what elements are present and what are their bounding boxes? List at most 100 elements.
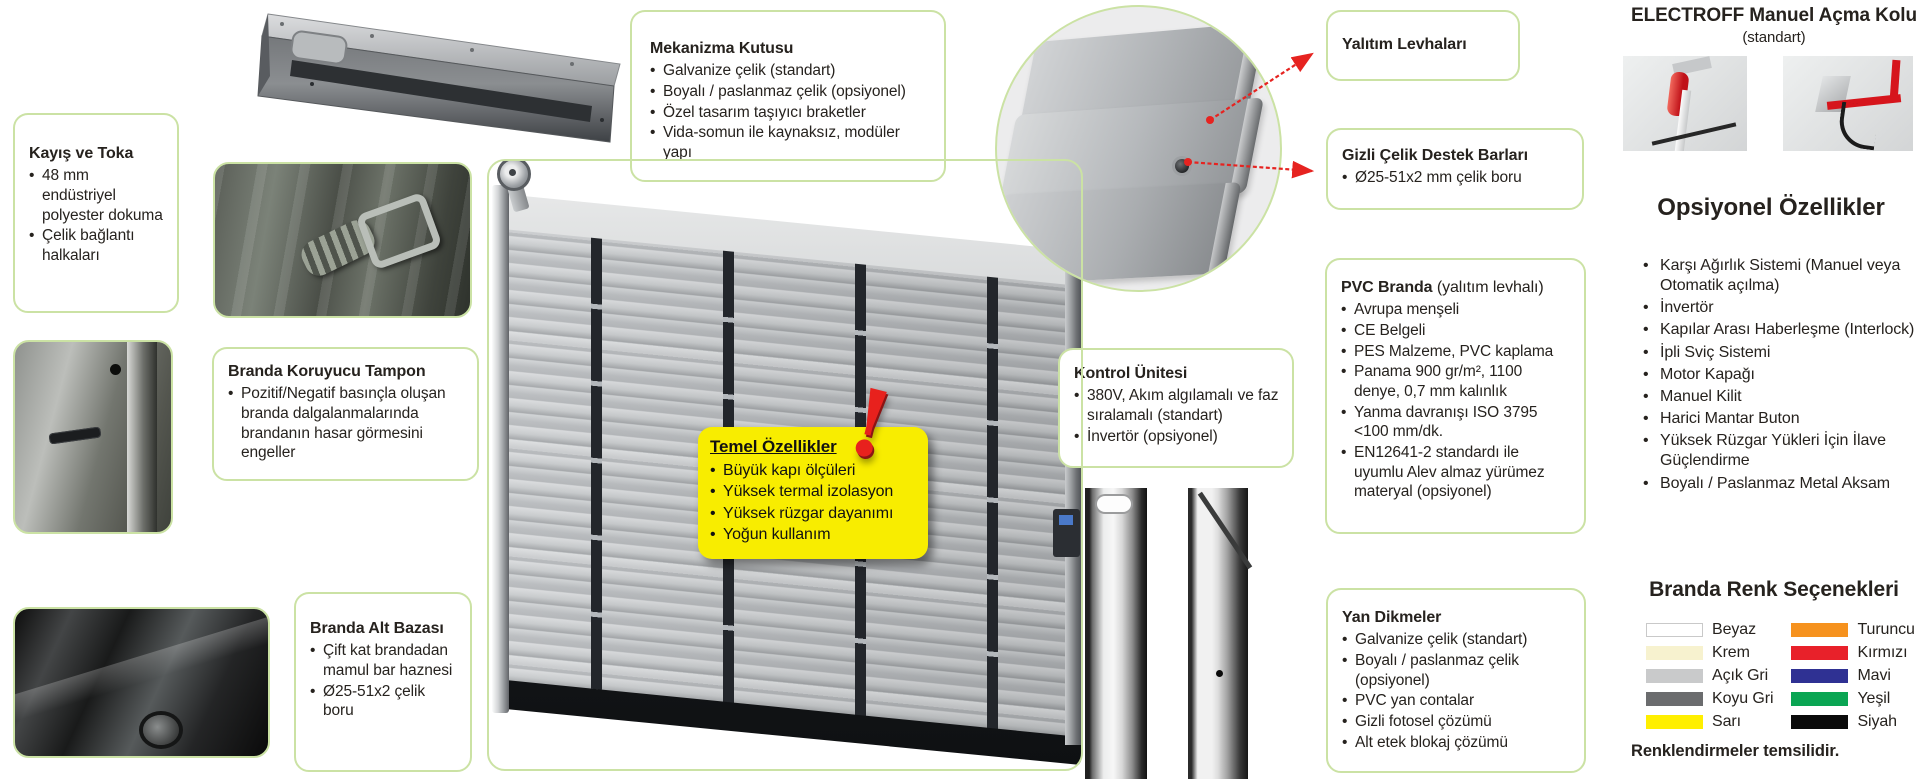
- callout-title: Yan Dikmeler: [1342, 609, 1442, 626]
- callout-items: Galvanize çelik (standart)Boyalı / pasla…: [650, 61, 932, 162]
- callout-kayis-ve-toka: Kayış ve Toka 48 mm endüstriyel polyeste…: [13, 113, 179, 313]
- color-row: Açık Gri: [1646, 666, 1773, 684]
- color-label: Sarı: [1712, 712, 1741, 730]
- callout-mekanizma-kutusu: Mekanizma Kutusu Galvanize çelik (standa…: [630, 10, 946, 182]
- feature-item: Yanma davranışı ISO 3795 <100 mm/dk.: [1341, 403, 1572, 442]
- feature-item: PVC yan contalar: [1342, 691, 1572, 711]
- callout-items: Avrupa menşeliCE BelgeliPES Malzeme, PVC…: [1341, 300, 1572, 502]
- feature-item: CE Belgeli: [1341, 321, 1572, 341]
- insulation-detail-circle: [995, 5, 1282, 292]
- callout-title: Branda Alt Bazası: [310, 620, 444, 637]
- mechanism-box-photo: [222, 0, 634, 152]
- color-swatch: [1646, 668, 1703, 683]
- feature-item: EN12641-2 standardı ile uyumlu Alev alma…: [1341, 443, 1572, 502]
- electroff-title: ELECTROFF Manuel Açma Kolu: [1631, 5, 1917, 26]
- feature-item: PES Malzeme, PVC kaplama: [1341, 342, 1572, 362]
- feature-item: Avrupa menşeli: [1341, 300, 1572, 320]
- callout-title-bold: PVC Branda: [1341, 279, 1433, 296]
- color-row: Sarı: [1646, 712, 1773, 730]
- handle-cable: [1836, 101, 1880, 151]
- tarp-colors-title: Branda Renk Seçenekleri: [1649, 578, 1899, 601]
- color-row: Beyaz: [1646, 620, 1773, 638]
- callout-title-note: (yalıtım levhalı): [1436, 279, 1544, 296]
- feature-item: Boyalı / paslanmaz çelik (opsiyonel): [1342, 651, 1572, 690]
- callout-items: Galvanize çelik (standart)Boyalı / pasla…: [1342, 630, 1572, 752]
- callout-arrow-icon: [1184, 52, 1315, 179]
- callout-gizli-celik-destek-barlari: Gizli Çelik Destek Barları Ø25-51x2 mm ç…: [1326, 128, 1584, 210]
- key-features-box: Temel Özellikler Büyük kapı ölçüleriYüks…: [698, 427, 928, 559]
- optional-features-list: Karşı Ağırlık Sistemi (Manuel veya Otoma…: [1643, 256, 1920, 496]
- callout-branda-alt-bazasi: Branda Alt Bazası Çift kat brandadan mam…: [294, 592, 472, 772]
- callout-items: Ø25-51x2 mm çelik boru: [1342, 168, 1570, 188]
- tampon-profile-photo: [13, 340, 173, 534]
- color-swatch: [1791, 668, 1849, 683]
- color-swatch: [1646, 622, 1703, 637]
- profile-bracket: [48, 426, 102, 445]
- optional-item: Boyalı / Paslanmaz Metal Aksam: [1643, 474, 1920, 494]
- manual-release-handle-photo-1: [1623, 56, 1747, 151]
- key-features-title: Temel Özellikler: [710, 437, 837, 456]
- optional-item: Harici Mantar Buton: [1643, 409, 1920, 429]
- callout-items: Çift kat brandadan mamul bar haznesiØ25-…: [310, 641, 458, 721]
- manual-release-handle-photo-2: [1783, 56, 1913, 151]
- feature-item: Alt etek blokaj çözümü: [1342, 733, 1572, 753]
- feature-item: Gizli fotosel çözümü: [1342, 712, 1572, 732]
- tarp-color-table: Beyaz Krem Açık Gri Koyu Gri: [1646, 620, 1918, 730]
- callout-pvc-branda: PVC Branda (yalıtım levhalı) Avrupa menş…: [1325, 258, 1586, 534]
- callout-title: Branda Koruyucu Tampon: [228, 363, 426, 380]
- feature-item: Pozitif/Negatif basınçla oluşan branda d…: [228, 384, 465, 463]
- tarp-colors-note: Renklendirmeler temsilidir.: [1631, 742, 1840, 760]
- feature-item: 380V, Akım algılamalı ve faz sıralamalı …: [1074, 386, 1280, 425]
- tarp-color-column-right: Turuncu Kırmızı Mavi Yeşil: [1791, 621, 1915, 730]
- door-right-track: [1065, 253, 1081, 745]
- profile-hole: [110, 364, 121, 375]
- optional-item: İnvertör: [1643, 298, 1920, 318]
- door-illustration: [487, 159, 1083, 771]
- color-swatch: [1646, 645, 1703, 660]
- side-post-handle-cutout: [1097, 496, 1131, 512]
- color-label: Beyaz: [1712, 620, 1756, 638]
- feature-item: Çift kat brandadan mamul bar haznesi: [310, 641, 458, 680]
- callout-items: 380V, Akım algılamalı ve faz sıralamalı …: [1074, 386, 1280, 446]
- door-control-panel: [1053, 509, 1080, 557]
- color-swatch: [1791, 645, 1849, 660]
- optional-item: Manuel Kilit: [1643, 387, 1920, 407]
- color-row: Kırmızı: [1791, 643, 1914, 661]
- tarp-tube-cap: [143, 715, 179, 745]
- door-left-track: [492, 185, 509, 713]
- feature-item: Vida-somun ile kaynaksız, modüler yapı: [650, 123, 932, 162]
- color-label: Açık Gri: [1712, 666, 1769, 684]
- callout-title: Kayış ve Toka: [29, 145, 134, 162]
- feature-item: Panama 900 gr/m², 1100 denye, 0,7 mm kal…: [1341, 362, 1572, 401]
- feature-item: Özel tasarım taşıyıcı braketler: [650, 103, 932, 123]
- feature-item: İnvertör (opsiyonel): [1074, 427, 1280, 447]
- color-row: Mavi: [1791, 667, 1914, 683]
- feature-item: 48 mm endüstriyel polyester dokuma: [29, 166, 165, 225]
- side-post-photo-profile: [1188, 488, 1253, 779]
- color-label: Koyu Gri: [1712, 689, 1774, 707]
- optional-features-title: Opsiyonel Özellikler: [1657, 194, 1885, 221]
- feature-item: Yoğun kullanım: [710, 525, 916, 546]
- feature-item: Galvanize çelik (standart): [1342, 630, 1572, 650]
- callout-title: PVC Branda (yalıtım levhalı): [1341, 279, 1572, 297]
- side-post-diagonal-edge: [1197, 491, 1253, 570]
- optional-item: Kapılar Arası Haberleşme (Interlock): [1643, 320, 1920, 340]
- color-label: Siyah: [1857, 712, 1897, 730]
- callout-kontrol-unitesi: Kontrol Ünitesi 380V, Akım algılamalı ve…: [1058, 348, 1294, 468]
- optional-item: Karşı Ağırlık Sistemi (Manuel veya Otoma…: [1643, 256, 1920, 296]
- color-row: Yeşil: [1791, 689, 1914, 707]
- tarp-fold-highlight: [15, 609, 268, 728]
- belt-buckle-photo: [213, 162, 472, 318]
- callout-yan-dikmeler: Yan Dikmeler Galvanize çelik (standart)B…: [1326, 588, 1586, 773]
- color-label: Yeşil: [1857, 689, 1891, 707]
- side-post-hole: [1216, 670, 1223, 677]
- color-label: Kırmızı: [1857, 643, 1908, 661]
- color-swatch: [1646, 714, 1703, 729]
- color-row: Krem: [1646, 644, 1773, 660]
- callout-yalitim-levhalari: Yalıtım Levhaları: [1326, 10, 1520, 81]
- optional-items: Karşı Ağırlık Sistemi (Manuel veya Otoma…: [1643, 256, 1920, 494]
- door-vertical-bar: [987, 271, 998, 735]
- color-swatch: [1791, 714, 1849, 729]
- insulation-sheet: [997, 182, 1242, 286]
